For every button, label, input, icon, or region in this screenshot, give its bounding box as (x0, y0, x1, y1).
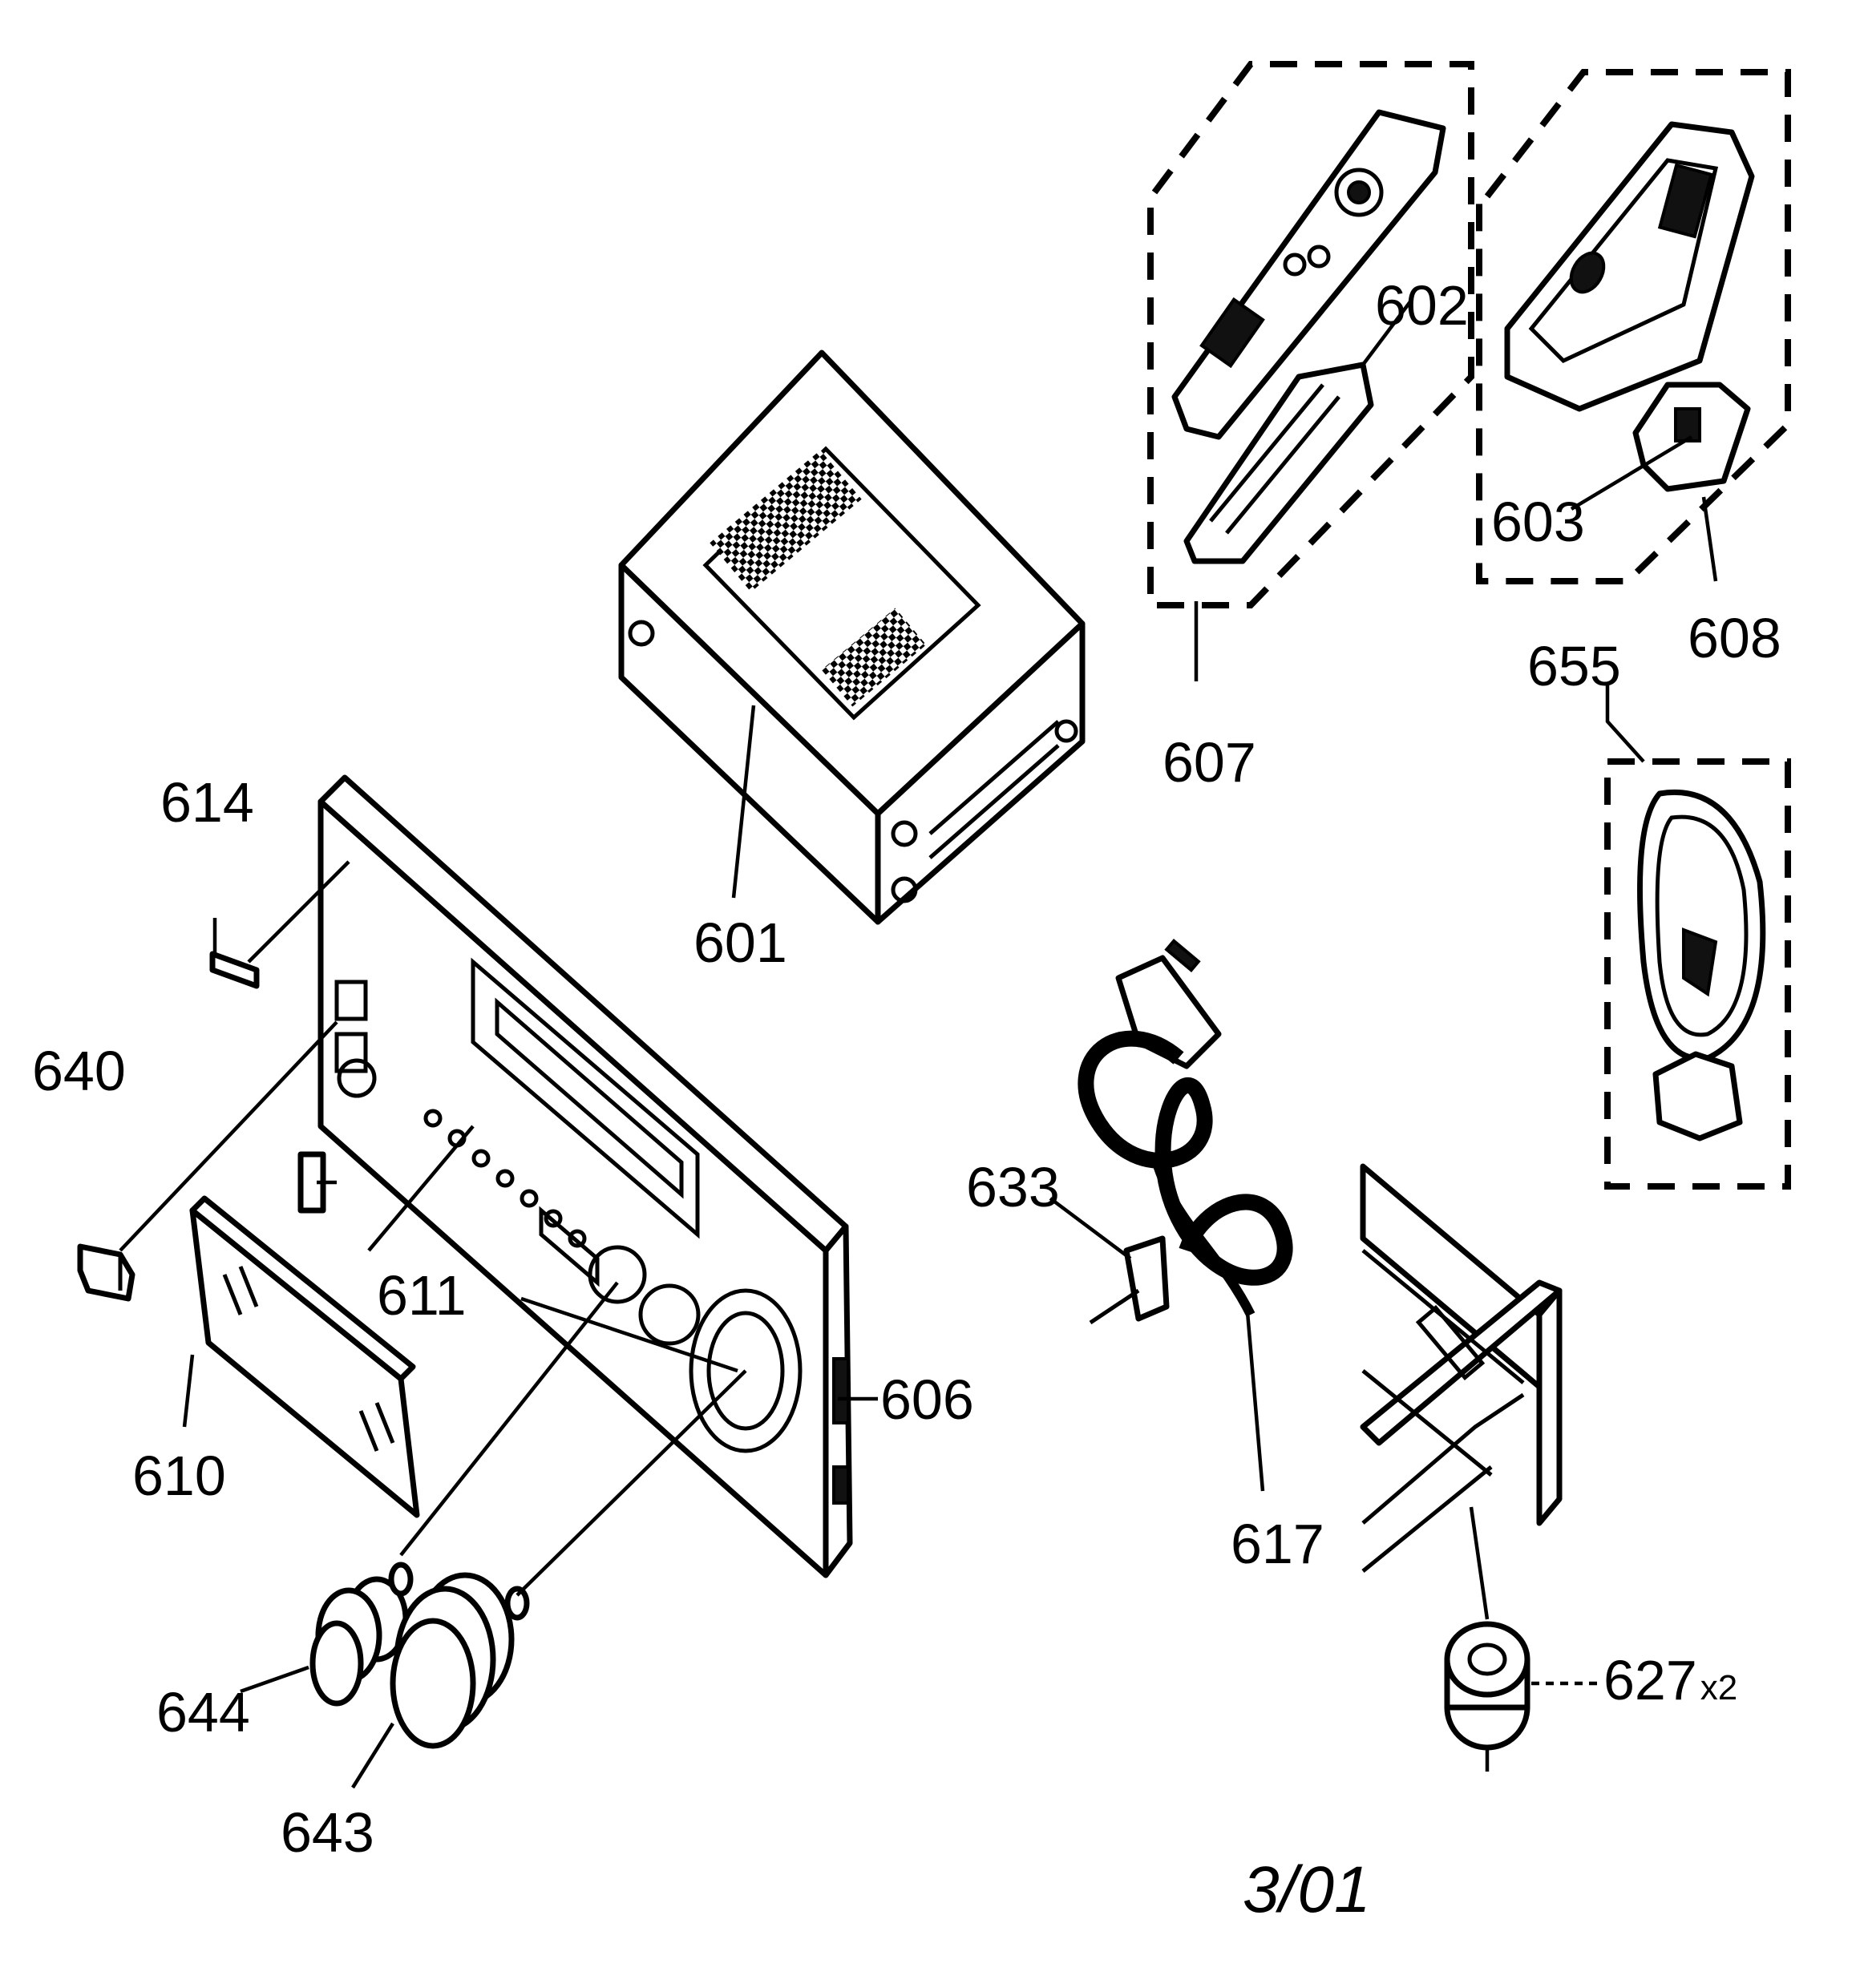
label-633: 633 (966, 1156, 1060, 1218)
label-601: 601 (693, 911, 787, 974)
foot-627 (1444, 1621, 1530, 1751)
date-mark: 3/01 (1243, 1853, 1371, 1926)
label-610: 610 (132, 1445, 226, 1507)
knob-640 (77, 1243, 135, 1302)
leader-lines (119, 299, 1718, 1789)
remote-group-608 (1476, 69, 1791, 584)
label-602: 602 (1375, 274, 1469, 337)
label-627: 627x2 (1603, 1649, 1737, 1711)
label-606: 606 (880, 1368, 974, 1431)
label-603: 603 (1491, 491, 1585, 553)
cord-clamp-633 (1089, 1235, 1170, 1325)
badge-614 (209, 951, 260, 989)
label-614: 614 (160, 771, 254, 834)
label-643: 643 (281, 1801, 374, 1864)
antenna-group-655 (1604, 758, 1791, 1190)
label-608: 608 (1688, 607, 1781, 669)
knob-643 (390, 1572, 530, 1749)
label-644: 644 (156, 1681, 250, 1744)
callout-labels: 601 602 603 606 607 608 610 611 614 617 … (32, 274, 1781, 1864)
label-617: 617 (1231, 1513, 1324, 1575)
label-607: 607 (1162, 731, 1256, 794)
label-640: 640 (32, 1040, 126, 1102)
top-cover-601 (618, 350, 1086, 925)
label-611: 611 (377, 1264, 467, 1327)
chassis-corner (1360, 1163, 1563, 1573)
label-655: 655 (1527, 635, 1621, 697)
door-610 (189, 1195, 420, 1518)
remote-group-607 (1147, 61, 1474, 608)
front-panel-606 (317, 774, 853, 1578)
power-cord-617 (1078, 938, 1293, 1317)
